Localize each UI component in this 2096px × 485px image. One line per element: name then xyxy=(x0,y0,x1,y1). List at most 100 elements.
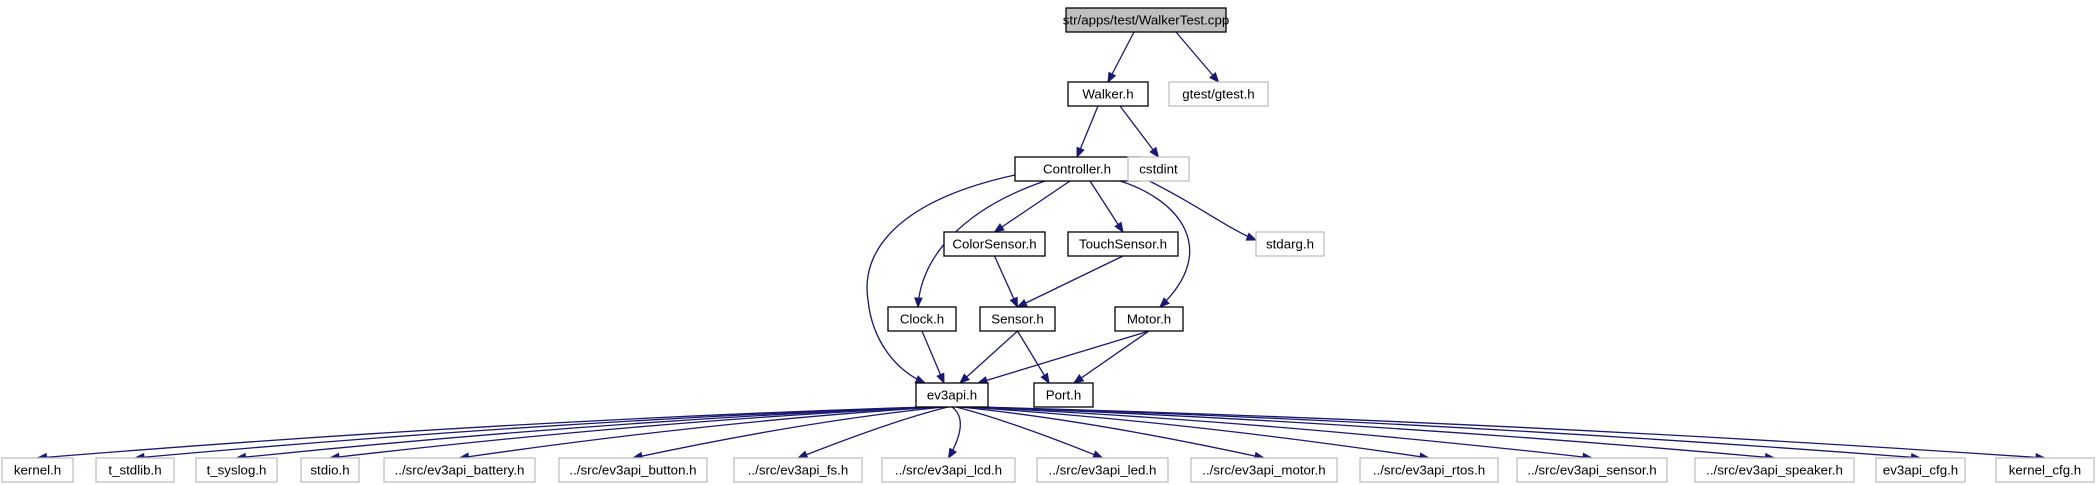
edge-controller-to-ev3api-arrowhead xyxy=(914,375,927,384)
edge-motor-to-port-line xyxy=(1073,330,1150,384)
edge-ev3api-to-motorsrc-line xyxy=(959,406,1265,459)
edge-ev3api-to-button-line xyxy=(632,406,945,459)
edge-walker-to-cstdint xyxy=(1119,105,1160,159)
node-led-label: ../src/ev3api_led.h xyxy=(1049,463,1157,478)
node-tstdlib-box xyxy=(95,457,175,483)
node-port[interactable]: Port.h xyxy=(1033,382,1094,408)
edge-controller-to-motor xyxy=(1119,180,1191,308)
node-sensor-label: Sensor.h xyxy=(991,312,1044,327)
edge-ev3api-to-tstdlib xyxy=(133,406,929,462)
node-fs-box xyxy=(733,457,863,483)
edge-controller-to-stdarg-line xyxy=(1138,175,1257,241)
node-walker[interactable]: Walker.h xyxy=(1067,81,1149,107)
edge-ev3api-to-battery-line xyxy=(459,406,941,459)
node-fs-label: ../src/ev3api_fs.h xyxy=(748,463,849,478)
node-walker-label: Walker.h xyxy=(1082,87,1133,102)
node-button: ../src/ev3api_button.h xyxy=(558,457,708,483)
edge-motor-to-port xyxy=(1072,330,1150,384)
edge-ev3api-to-fs-arrowhead xyxy=(796,450,809,459)
edge-walkertest-to-gtest-line xyxy=(1175,31,1219,83)
node-clock-label: Clock.h xyxy=(900,312,944,327)
node-kernelcfg-label: kernel_cfg.h xyxy=(2009,463,2081,478)
node-controller[interactable]: Controller.h xyxy=(1014,156,1140,182)
node-rtos-box xyxy=(1359,457,1499,483)
node-touchsensor[interactable]: TouchSensor.h xyxy=(1067,231,1179,257)
edge-colorsensor-to-sensor xyxy=(993,255,1019,309)
node-sensorsrc: ../src/ev3api_sensor.h xyxy=(1516,457,1668,483)
node-kernelcfg-box xyxy=(1995,457,2095,483)
node-clock-box xyxy=(887,306,957,332)
node-kernel-label: kernel.h xyxy=(14,463,61,478)
node-colorsensor-label: ColorSensor.h xyxy=(952,237,1036,252)
node-button-label: ../src/ev3api_button.h xyxy=(569,463,696,478)
edge-motor-to-ev3api-line xyxy=(977,330,1150,384)
edge-ev3api-to-stdio-line xyxy=(329,406,937,459)
edge-ev3api-to-fs xyxy=(796,406,949,459)
node-ev3api-label: ev3api.h xyxy=(927,388,977,403)
edge-controller-to-colorsensor-arrowhead xyxy=(993,223,1005,233)
edge-walkertest-to-walker xyxy=(1107,31,1135,84)
node-controller-label: Controller.h xyxy=(1043,162,1111,177)
node-cfg: ev3api_cfg.h xyxy=(1875,457,1966,483)
node-motorsrc-box xyxy=(1190,457,1338,483)
node-cstdint-box xyxy=(1127,156,1190,182)
edge-walker-to-cstdint-line xyxy=(1119,105,1160,158)
node-colorsensor[interactable]: ColorSensor.h xyxy=(943,231,1046,257)
edge-controller-to-motor-line xyxy=(1119,180,1191,308)
node-clock[interactable]: Clock.h xyxy=(887,306,957,332)
node-tstdlib-label: t_stdlib.h xyxy=(108,463,161,478)
node-walkertest[interactable]: str/apps/test/WalkerTest.cpp xyxy=(1063,7,1230,33)
node-battery: ../src/ev3api_battery.h xyxy=(383,457,536,483)
edge-sensor-to-ev3api-line xyxy=(959,330,1018,384)
node-colorsensor-box xyxy=(943,231,1046,257)
edge-motor-to-ev3api xyxy=(976,330,1150,385)
node-kernelcfg: kernel_cfg.h xyxy=(1995,457,2095,483)
edge-sensor-to-port-line xyxy=(1016,330,1050,384)
edge-walkertest-to-gtest xyxy=(1175,31,1220,84)
node-stdarg-box xyxy=(1255,231,1325,257)
node-cstdint: cstdint xyxy=(1127,156,1190,182)
node-battery-label: ../src/ev3api_battery.h xyxy=(395,463,525,478)
edge-ev3api-to-tstdlib-line xyxy=(134,406,929,459)
node-tstdlib: t_stdlib.h xyxy=(95,457,175,483)
edge-touchsensor-to-sensor xyxy=(1016,255,1124,308)
node-stdio: stdio.h xyxy=(300,457,360,483)
node-stdarg: stdarg.h xyxy=(1255,231,1325,257)
edge-controller-to-colorsensor-line xyxy=(994,180,1071,233)
edge-sensor-to-ev3api xyxy=(959,330,1018,384)
node-touchsensor-label: TouchSensor.h xyxy=(1079,237,1167,252)
node-sensorsrc-box xyxy=(1516,457,1668,483)
edge-touchsensor-to-sensor-line xyxy=(1017,255,1124,308)
node-kernel-box xyxy=(1,457,74,483)
edge-ev3api-to-sensorsrc-line xyxy=(967,406,1593,459)
edge-controller-to-motor-arrowhead xyxy=(1159,297,1170,308)
node-sensor[interactable]: Sensor.h xyxy=(979,306,1056,332)
edge-ev3api-to-kernelcfg xyxy=(979,406,2047,462)
node-sensorsrc-label: ../src/ev3api_sensor.h xyxy=(1527,463,1656,478)
node-fs: ../src/ev3api_fs.h xyxy=(733,457,863,483)
edge-controller-to-touchsensor-arrowhead xyxy=(1114,221,1124,234)
node-tsyslog-box xyxy=(195,457,278,483)
edge-ev3api-to-battery xyxy=(458,406,941,461)
node-ev3api-box xyxy=(915,382,989,408)
node-walkertest-label: str/apps/test/WalkerTest.cpp xyxy=(1063,13,1230,28)
edge-sensor-to-port-arrowhead xyxy=(1040,372,1050,385)
node-walkertest-box xyxy=(1065,7,1227,33)
node-cstdint-label: cstdint xyxy=(1139,162,1178,177)
node-cfg-box xyxy=(1875,457,1966,483)
edge-controller-to-stdarg xyxy=(1138,175,1258,241)
edge-clock-to-ev3api-arrowhead xyxy=(936,372,945,385)
node-ev3api[interactable]: ev3api.h xyxy=(915,382,989,408)
node-led: ../src/ev3api_led.h xyxy=(1036,457,1169,483)
node-motor[interactable]: Motor.h xyxy=(1114,306,1184,332)
edge-colorsensor-to-sensor-arrowhead xyxy=(1009,296,1019,309)
edge-ev3api-to-led-line xyxy=(955,406,1103,459)
edge-controller-to-ev3api-line xyxy=(866,174,1016,384)
node-rtos: ../src/ev3api_rtos.h xyxy=(1359,457,1499,483)
node-walker-box xyxy=(1067,81,1149,107)
edge-ev3api-to-fs-line xyxy=(797,406,949,459)
node-tsyslog-label: t_syslog.h xyxy=(207,463,267,478)
node-gtest-box xyxy=(1168,81,1269,107)
